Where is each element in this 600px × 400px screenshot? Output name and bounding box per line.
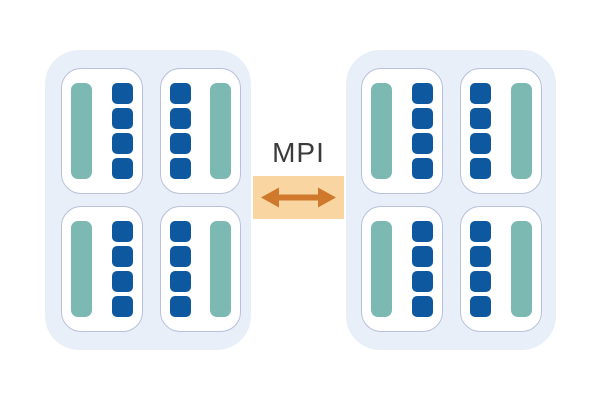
core-square: [470, 246, 491, 267]
socket-box-left-node-2: [159, 68, 241, 194]
compute-node-right: [346, 50, 556, 350]
core-square: [111, 158, 133, 179]
core-square: [412, 271, 433, 292]
core-stack: [111, 83, 133, 179]
core-square: [111, 246, 133, 267]
core-square: [169, 133, 191, 154]
core-square: [470, 83, 491, 104]
teal-bar: [371, 221, 392, 317]
teal-bar: [210, 221, 231, 317]
teal-bar: [71, 221, 92, 317]
core-square: [111, 83, 133, 104]
core-square: [111, 296, 133, 317]
socket-box-right-node-4: [460, 206, 542, 332]
socket-box-right-node-3: [361, 206, 443, 332]
core-square: [412, 108, 433, 129]
teal-bar: [210, 83, 231, 179]
mpi-connector-box: [253, 176, 344, 219]
core-square: [169, 246, 191, 267]
socket-box-right-node-1: [361, 68, 443, 194]
core-square: [111, 108, 133, 129]
core-stack: [470, 221, 491, 317]
teal-bar: [511, 83, 532, 179]
core-square: [412, 246, 433, 267]
core-square: [169, 221, 191, 242]
core-square: [169, 108, 191, 129]
core-stack: [470, 83, 491, 179]
core-square: [111, 133, 133, 154]
core-square: [169, 83, 191, 104]
core-stack: [412, 83, 433, 179]
core-square: [470, 108, 491, 129]
socket-box-left-node-3: [61, 206, 143, 332]
core-square: [169, 271, 191, 292]
teal-bar: [371, 83, 392, 179]
core-stack: [412, 221, 433, 317]
compute-node-left: [45, 50, 251, 350]
core-square: [470, 221, 491, 242]
core-square: [470, 296, 491, 317]
core-square: [412, 158, 433, 179]
core-square: [412, 221, 433, 242]
core-square: [169, 296, 191, 317]
core-square: [470, 158, 491, 179]
mpi-label: MPI: [272, 137, 325, 168]
core-stack: [169, 221, 191, 317]
socket-box-right-node-2: [460, 68, 542, 194]
socket-box-left-node-1: [61, 68, 143, 194]
core-square: [111, 221, 133, 242]
teal-bar: [511, 221, 532, 317]
core-square: [111, 271, 133, 292]
core-square: [169, 158, 191, 179]
double-arrow-icon: [261, 187, 336, 208]
core-square: [470, 271, 491, 292]
core-square: [412, 296, 433, 317]
socket-box-left-node-4: [159, 206, 241, 332]
core-square: [412, 133, 433, 154]
teal-bar: [71, 83, 92, 179]
core-square: [412, 83, 433, 104]
core-stack: [111, 221, 133, 317]
core-stack: [169, 83, 191, 179]
core-square: [470, 133, 491, 154]
